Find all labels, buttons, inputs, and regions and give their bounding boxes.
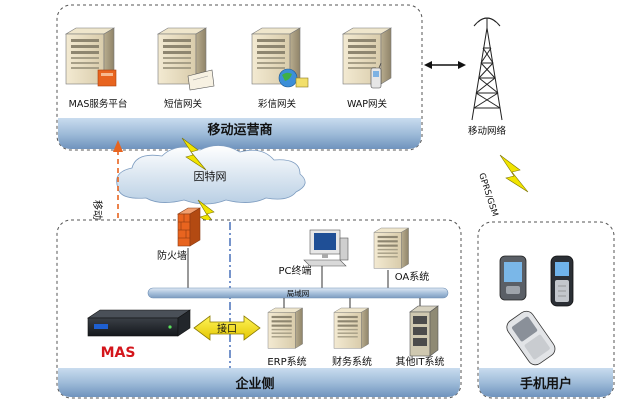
mas-device-icon <box>87 309 191 337</box>
mas-server-icon <box>97 69 117 87</box>
pc-terminal-label: PC终端 <box>278 264 311 277</box>
operator-section: 移动运营商 <box>56 4 423 151</box>
oa-system: OA系统 <box>373 227 430 283</box>
gprs-lightning-icon <box>499 154 529 193</box>
interface-label: 接口 <box>217 322 237 335</box>
cloud-icon <box>116 145 306 205</box>
oa-system-label: OA系统 <box>395 270 430 283</box>
cell-tower-icon <box>471 17 503 121</box>
other-it-rack-icon <box>409 305 439 357</box>
mobile-users-title: 手机用户 <box>520 376 572 392</box>
finance-system: 财务系统 <box>332 307 372 368</box>
erp-server-icon <box>267 307 303 349</box>
other-it-label: 其他IT系统 <box>395 355 444 368</box>
enterprise-title: 企业侧 <box>234 376 274 392</box>
operator-title: 移动运营商 <box>207 122 272 138</box>
pc-terminal: PC终端 <box>278 229 349 277</box>
mms-gateway-server <box>251 27 309 88</box>
pda-phone-icon <box>499 255 527 301</box>
mobile-users-section: 手机用户 <box>477 221 615 399</box>
mas-device: MAS <box>87 309 191 361</box>
finance-server-icon <box>333 307 369 349</box>
pc-terminal-icon <box>303 229 349 267</box>
internet-cloud: 因特网 <box>116 145 306 205</box>
internet-lightning-icon <box>181 137 207 171</box>
finance-system-label: 财务系统 <box>332 355 372 368</box>
wap-gateway-server <box>342 27 392 89</box>
server-label-mms: 彩信网关 <box>258 98 297 110</box>
lan-bus: 局域网 <box>147 287 449 299</box>
firewall: 防火墙 <box>157 207 202 262</box>
firewall-label: 防火墙 <box>157 249 187 262</box>
mms-gateway-server-icon <box>278 68 309 88</box>
firewall-icon <box>176 207 202 247</box>
lan-label: 局域网 <box>287 288 310 298</box>
server-label-mas: MAS服务平台 <box>69 98 128 110</box>
server-label-wap: WAP网关 <box>347 98 388 110</box>
flip-phone-icon <box>506 310 556 366</box>
mobile-network-label: 移动网络 <box>468 125 507 137</box>
mas-device-label: MAS <box>101 345 136 361</box>
operator-tower-link <box>424 61 466 69</box>
internet-label: 因特网 <box>194 169 227 183</box>
other-it-systems: 其他IT系统 <box>395 305 445 368</box>
enterprise-section: 企业侧 <box>56 219 462 399</box>
erp-system-label: ERP系统 <box>267 355 306 368</box>
mobile-network: 移动网络 <box>468 17 507 137</box>
sms-gateway-server-icon <box>187 69 215 91</box>
gprs-gsm-label: GPRS/GSM <box>476 172 499 218</box>
erp-system: ERP系统 <box>267 307 307 368</box>
sms-gateway-server <box>157 27 215 91</box>
interface-arrow: 接口 <box>193 315 261 341</box>
mas-platform-server <box>65 27 117 87</box>
bar-phone-icon <box>550 255 574 307</box>
server-label-sms: 短信网关 <box>164 98 203 110</box>
oa-server-icon <box>373 227 409 269</box>
wap-gateway-server-icon <box>370 62 382 89</box>
